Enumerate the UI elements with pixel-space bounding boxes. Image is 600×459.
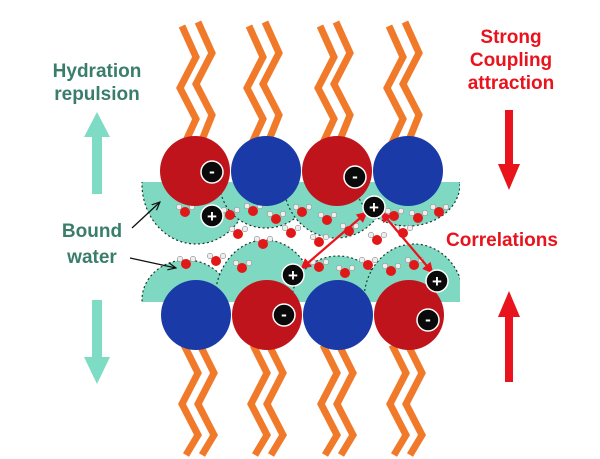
water-molecule xyxy=(228,225,249,239)
up-arrow-icon xyxy=(84,112,110,194)
negative-charge-icon: - xyxy=(272,303,296,327)
lipid-tail xyxy=(243,24,267,147)
lipid-tail xyxy=(259,20,283,147)
water-molecule xyxy=(367,231,388,245)
water-molecule xyxy=(243,202,264,216)
water-molecule xyxy=(232,259,253,273)
pointer-arrow xyxy=(131,202,160,229)
neutral-headgroup xyxy=(303,280,373,350)
lipid-tail xyxy=(178,343,203,457)
neutral-headgroup xyxy=(161,280,231,350)
neutral-headgroup xyxy=(231,136,301,206)
bound-water-label-line1: Bound xyxy=(62,221,122,242)
svg-text:+: + xyxy=(432,272,442,291)
svg-text:+: + xyxy=(369,198,379,217)
water-molecule xyxy=(281,224,302,238)
svg-text:+: + xyxy=(288,266,298,285)
negative-charge-icon: - xyxy=(416,308,440,332)
pointer-arrow xyxy=(129,257,176,268)
correlation-arrow xyxy=(300,211,368,270)
lower-headgroups xyxy=(161,280,444,350)
lipid-tail xyxy=(333,343,358,457)
negative-charge-icon: - xyxy=(343,165,367,189)
lipid-tail xyxy=(402,343,427,457)
positive-charge-icon: + xyxy=(281,263,305,287)
strong-coupling-label-line3: attraction xyxy=(468,73,555,94)
lipid-tail xyxy=(247,343,272,457)
negative-charge-icon: - xyxy=(200,160,224,184)
lipid-tail xyxy=(330,20,354,147)
anionic-headgroup xyxy=(232,280,302,350)
svg-text:-: - xyxy=(281,305,287,324)
water-molecule xyxy=(253,235,274,249)
bound-water-label-line2: water xyxy=(66,247,117,268)
upper-headgroups xyxy=(160,136,443,206)
positive-charge-icon: + xyxy=(425,269,449,293)
positive-charge-icon: + xyxy=(362,195,386,219)
strong-coupling-arrows xyxy=(498,110,520,382)
water-molecule xyxy=(206,252,227,266)
lower-lipid-tails xyxy=(178,343,427,457)
water-molecule xyxy=(176,255,197,269)
lipid-tail xyxy=(399,20,423,147)
hydration-label-line1: Hydration xyxy=(53,61,142,82)
hydration-repulsion-arrows xyxy=(84,112,110,384)
neutral-headgroup xyxy=(373,136,443,206)
down-arrow-icon xyxy=(84,300,110,384)
upper-lipid-tails xyxy=(176,20,423,147)
strong-coupling-label-line1: Strong xyxy=(480,27,541,48)
hydration-label-line2: repulsion xyxy=(54,84,140,105)
svg-text:-: - xyxy=(209,162,215,181)
anionic-headgroup xyxy=(374,280,444,350)
strong-coupling-label-line2: Coupling xyxy=(470,50,552,71)
lipid-tail xyxy=(383,24,407,147)
correlation-arrow xyxy=(380,211,434,274)
lipid-tail xyxy=(314,24,338,147)
lipid-tail xyxy=(192,20,216,147)
water-molecule xyxy=(266,210,287,224)
positive-counterions: + + + + xyxy=(200,195,449,293)
lipid-tail xyxy=(317,343,342,457)
correlation-arrows xyxy=(300,211,434,274)
positive-charge-icon: + xyxy=(200,204,224,228)
water-molecule xyxy=(429,203,450,217)
up-arrow-icon xyxy=(498,291,520,382)
down-arrow-icon xyxy=(498,110,520,190)
lipid-tail xyxy=(176,24,200,147)
anionic-headgroup xyxy=(160,136,230,206)
bound-water-pointers xyxy=(129,202,176,268)
lipid-tail xyxy=(194,343,219,457)
lipid-tail xyxy=(263,343,288,457)
svg-text:-: - xyxy=(425,310,431,329)
correlations-label: Correlations xyxy=(446,230,558,251)
svg-text:+: + xyxy=(207,207,217,226)
negative-charges: - - - - xyxy=(200,160,440,332)
lipid-tail xyxy=(386,343,411,457)
water-molecule xyxy=(309,233,330,247)
svg-text:-: - xyxy=(352,167,358,186)
